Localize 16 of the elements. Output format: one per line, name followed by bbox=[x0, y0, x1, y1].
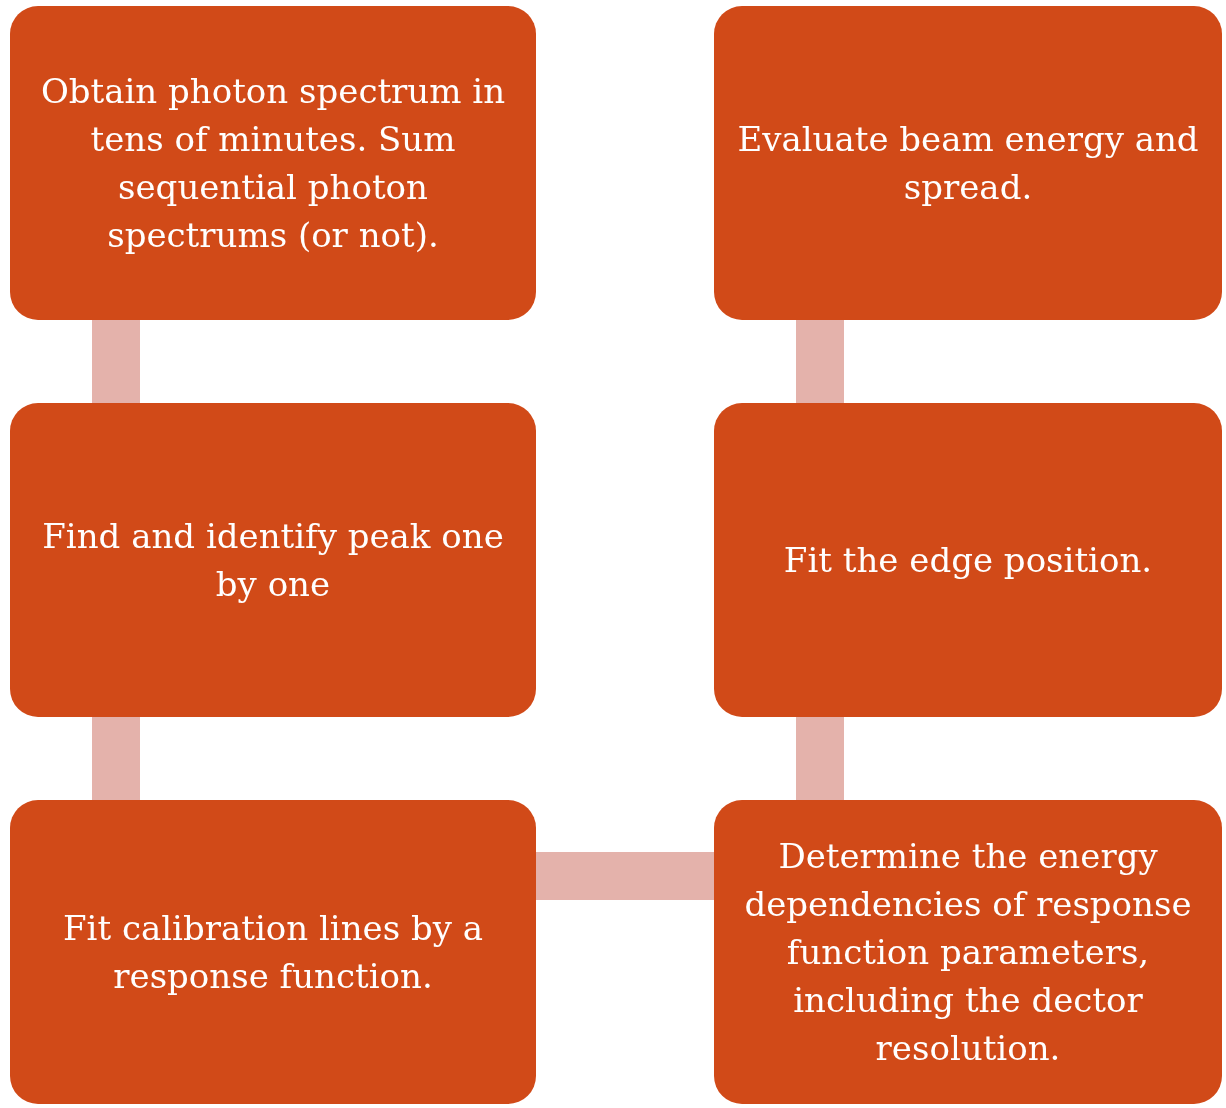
process-box bbox=[714, 6, 1222, 320]
step-text: Fit the edge position. bbox=[783, 539, 1153, 582]
process-box bbox=[714, 403, 1222, 717]
connector-bar bbox=[536, 852, 714, 900]
step-text: Obtain photon spectrum in tens of minutes. Sum sequential photon spectrums (or not). bbox=[39, 70, 507, 257]
connector-bar bbox=[796, 717, 844, 800]
connector-bar bbox=[92, 320, 140, 403]
connector-bar bbox=[92, 717, 140, 800]
step-text: Determine the energy dependencies of response function parameters, including the dector resolution. bbox=[743, 835, 1193, 1070]
process-box bbox=[10, 6, 536, 320]
process-box bbox=[10, 403, 536, 717]
step-text: Find and identify peak one by one bbox=[41, 515, 505, 606]
step-text: Fit calibration lines by a response function. bbox=[61, 907, 485, 998]
process-box bbox=[714, 800, 1222, 1104]
process-box bbox=[10, 800, 536, 1104]
step-text: Evaluate beam energy and spread. bbox=[736, 118, 1200, 209]
